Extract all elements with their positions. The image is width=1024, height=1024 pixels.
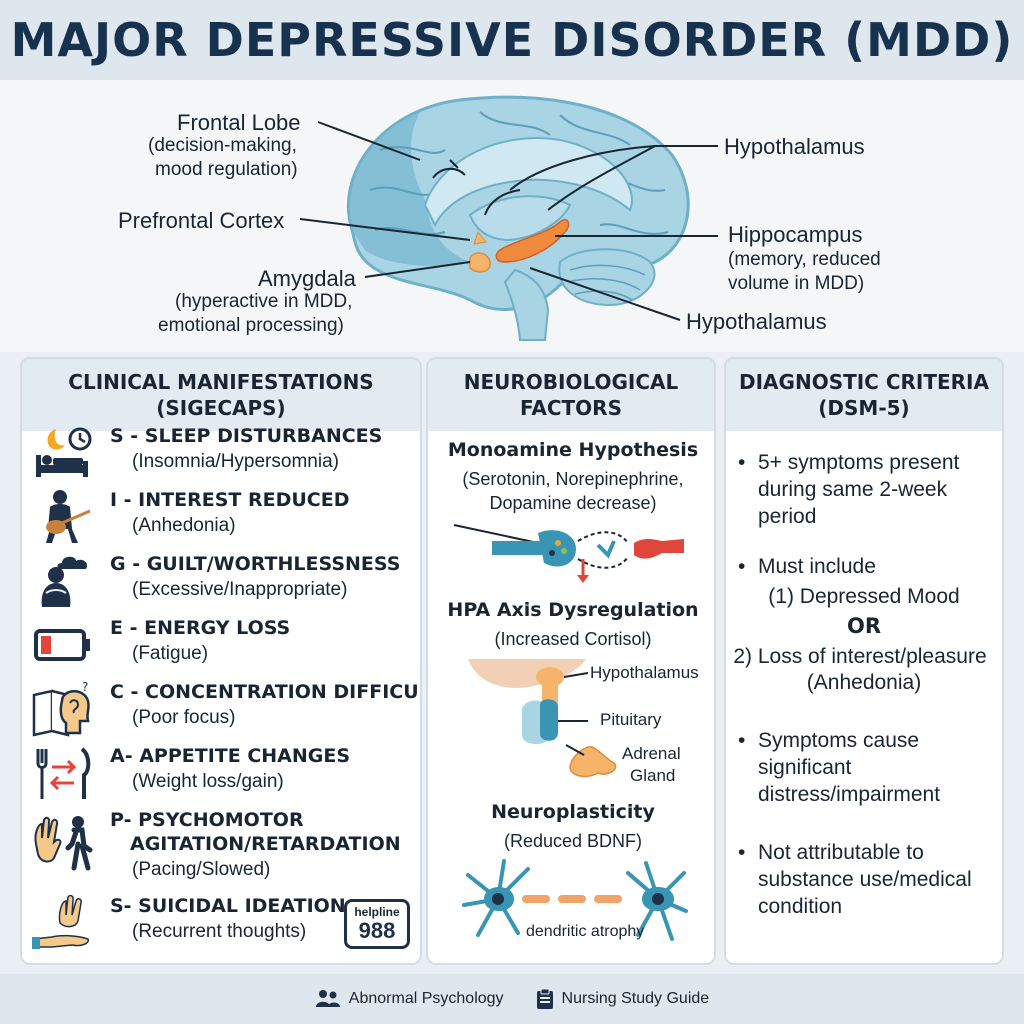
helping-hands-icon <box>32 895 90 949</box>
symptom-suicidal-title: S- SUICIDAL IDEATION <box>110 895 346 917</box>
neuroplasticity-illustration <box>462 859 688 941</box>
clinical-heading-line1: CLINICAL MANIFESTATIONS <box>68 370 374 394</box>
title-bar: MAJOR DEPRESSIVE DISORDER (MDD) <box>0 0 1024 80</box>
people-icon <box>315 990 340 1007</box>
amygdala-label: Amygdala <box>258 266 356 291</box>
symptom-interest: I - INTEREST REDUCED (Anhedonia) <box>22 489 420 553</box>
hippocampus-desc-1: (memory, reduced <box>728 249 881 270</box>
brain-illustration <box>299 95 718 341</box>
helpline-label: helpline <box>354 905 400 919</box>
symptom-appetite: A- APPETITE CHANGES (Weight loss/gain) <box>22 745 420 809</box>
criterion-loss-interest: 2) Loss of interest/pleasure <box>733 645 987 668</box>
confused-head-book-icon: ? <box>32 681 90 737</box>
symptom-interest-sub: (Anhedonia) <box>132 515 236 536</box>
hippocampus-desc-2: volume in MDD) <box>728 273 865 294</box>
footer-abnormal-psychology: Abnormal Psychology <box>315 989 504 1009</box>
prefrontal-cortex-label: Prefrontal Cortex <box>118 208 285 233</box>
amygdala-desc-1: (hyperactive in MDD, <box>175 291 353 312</box>
hpa-pituitary-label: Pituitary <box>600 710 662 729</box>
symptom-energy-title: E - ENERGY LOSS <box>110 617 291 639</box>
sad-person-cloud-icon <box>41 556 88 607</box>
diagnostic-heading-line1: DIAGNOSTIC CRITERIA <box>739 370 989 394</box>
symptom-psychomotor-title2: AGITATION/RETARDATION <box>130 833 401 855</box>
fork-knife-arrows-icon <box>36 747 91 799</box>
low-battery-icon <box>34 629 90 661</box>
clinical-heading-line2: (SIGECAPS) <box>156 396 286 420</box>
guitar-person-icon <box>46 490 91 543</box>
symptom-psychomotor-title: P- PSYCHOMOTOR <box>110 809 304 831</box>
criterion-depressed-mood: (1) Depressed Mood <box>768 585 960 608</box>
hpa-adrenal-label-2: Gland <box>630 766 676 785</box>
diagnostic-heading: DIAGNOSTIC CRITERIA(DSM-5) <box>726 359 1002 431</box>
sleep-icon <box>36 427 92 477</box>
symptom-guilt-title: G - GUILT/WORTHLESSNESS <box>110 553 401 575</box>
monoamine-desc-1: (Serotonin, Norepinephrine, <box>462 469 684 489</box>
criterion-must-include-bullet: • <box>738 555 746 578</box>
symptom-sleep-sub: (Insomnia/Hypersomnia) <box>132 451 339 472</box>
footer-nursing-study-guide: Nursing Study Guide <box>536 988 710 1010</box>
criterion-or: OR <box>846 614 882 638</box>
criterion-distress: • Symptoms cause significant distress/im… <box>738 729 941 806</box>
footer: Abnormal Psychology Nursing Study Guide <box>0 974 1024 1024</box>
hpa-hypothalamus-label: Hypothalamus <box>590 663 699 682</box>
neuro-heading-line2: FACTORS <box>520 396 622 420</box>
symptom-concentration: ? C - CONCENTRATION DIFFICULTIES (Poor f… <box>22 681 420 745</box>
criterion-not-attributable: • Not attributable to substance use/medi… <box>738 841 972 918</box>
symptom-appetite-sub: (Weight loss/gain) <box>132 771 284 792</box>
svg-text:?: ? <box>82 681 88 694</box>
hpa-desc: (Increased Cortisol) <box>494 629 652 649</box>
brain-diagram-section: Frontal Lobe (decision-making, mood regu… <box>0 80 1024 352</box>
symptom-guilt-sub: (Excessive/Inappropriate) <box>132 579 348 600</box>
hippocampus-label: Hippocampus <box>728 222 863 247</box>
page-title: MAJOR DEPRESSIVE DISORDER (MDD) <box>10 13 1014 67</box>
symptom-appetite-title: A- APPETITE CHANGES <box>110 745 351 767</box>
symptom-psychomotor: P- PSYCHOMOTOR AGITATION/RETARDATION (Pa… <box>22 809 420 889</box>
clipboard-icon <box>536 988 553 1009</box>
synapse-illustration <box>453 524 684 583</box>
amygdala-desc-2: emotional processing) <box>158 315 344 336</box>
hpa-title: HPA Axis Dysregulation <box>447 599 699 621</box>
symptom-suicidal: S- SUICIDAL IDEATION (Recurrent thoughts… <box>22 895 420 959</box>
symptom-energy: E - ENERGY LOSS (Fatigue) <box>22 617 420 681</box>
criterion-must-include: Must include <box>758 555 876 578</box>
hypothalamus-top-label: Hypothalamus <box>724 134 865 159</box>
diagnostic-criteria-panel: DIAGNOSTIC CRITERIA(DSM-5) • 5+ symptoms… <box>724 357 1004 965</box>
diagnostic-heading-line2: (DSM-5) <box>818 396 910 420</box>
dendritic-atrophy-label: dendritic atrophy <box>526 923 645 940</box>
clinical-heading: CLINICAL MANIFESTATIONS(SIGECAPS) <box>22 359 420 431</box>
frontal-lobe-desc-2: mood regulation) <box>155 159 298 180</box>
hpa-axis-illustration <box>468 659 617 778</box>
symptom-interest-title: I - INTEREST REDUCED <box>110 489 350 511</box>
frontal-lobe-label: Frontal Lobe <box>177 110 301 135</box>
helpline-badge: helpline 988 <box>344 899 410 949</box>
frontal-lobe-desc-1: (decision-making, <box>148 135 297 156</box>
symptom-concentration-title: C - CONCENTRATION DIFFICULTIES <box>110 681 420 703</box>
clinical-manifestations-panel: CLINICAL MANIFESTATIONS(SIGECAPS) S - SL… <box>20 357 422 965</box>
monoamine-desc-2: Dopamine decrease) <box>489 493 657 513</box>
footer-item1-label: Abnormal Psychology <box>348 990 504 1007</box>
symptom-suicidal-sub: (Recurrent thoughts) <box>132 921 307 942</box>
symptom-sleep-title: S - SLEEP DISTURBANCES <box>110 425 383 447</box>
hpa-adrenal-label-1: Adrenal <box>622 744 681 763</box>
symptom-energy-sub: (Fatigue) <box>132 643 209 664</box>
hand-walking-person-icon <box>34 816 93 871</box>
symptom-sleep: S - SLEEP DISTURBANCES (Insomnia/Hyperso… <box>22 425 420 489</box>
helpline-number: 988 <box>358 918 396 943</box>
criterion-symptom-count: • 5+ symptoms present during same 2-week… <box>738 451 960 528</box>
symptom-psychomotor-sub: (Pacing/Slowed) <box>132 859 271 880</box>
neuro-heading-line1: NEUROBIOLOGICAL <box>463 370 679 394</box>
neuroplasticity-desc: (Reduced BDNF) <box>503 831 643 851</box>
criterion-anhedonia: (Anhedonia) <box>806 671 922 694</box>
symptom-guilt: G - GUILT/WORTHLESSNESS (Excessive/Inapp… <box>22 553 420 617</box>
hypothalamus-bottom-label: Hypothalamus <box>686 309 827 334</box>
monoamine-title: Monoamine Hypothesis <box>447 439 699 461</box>
neuroplasticity-title: Neuroplasticity <box>491 801 655 823</box>
footer-item2-label: Nursing Study Guide <box>561 990 710 1007</box>
symptom-concentration-sub: (Poor focus) <box>132 707 236 728</box>
